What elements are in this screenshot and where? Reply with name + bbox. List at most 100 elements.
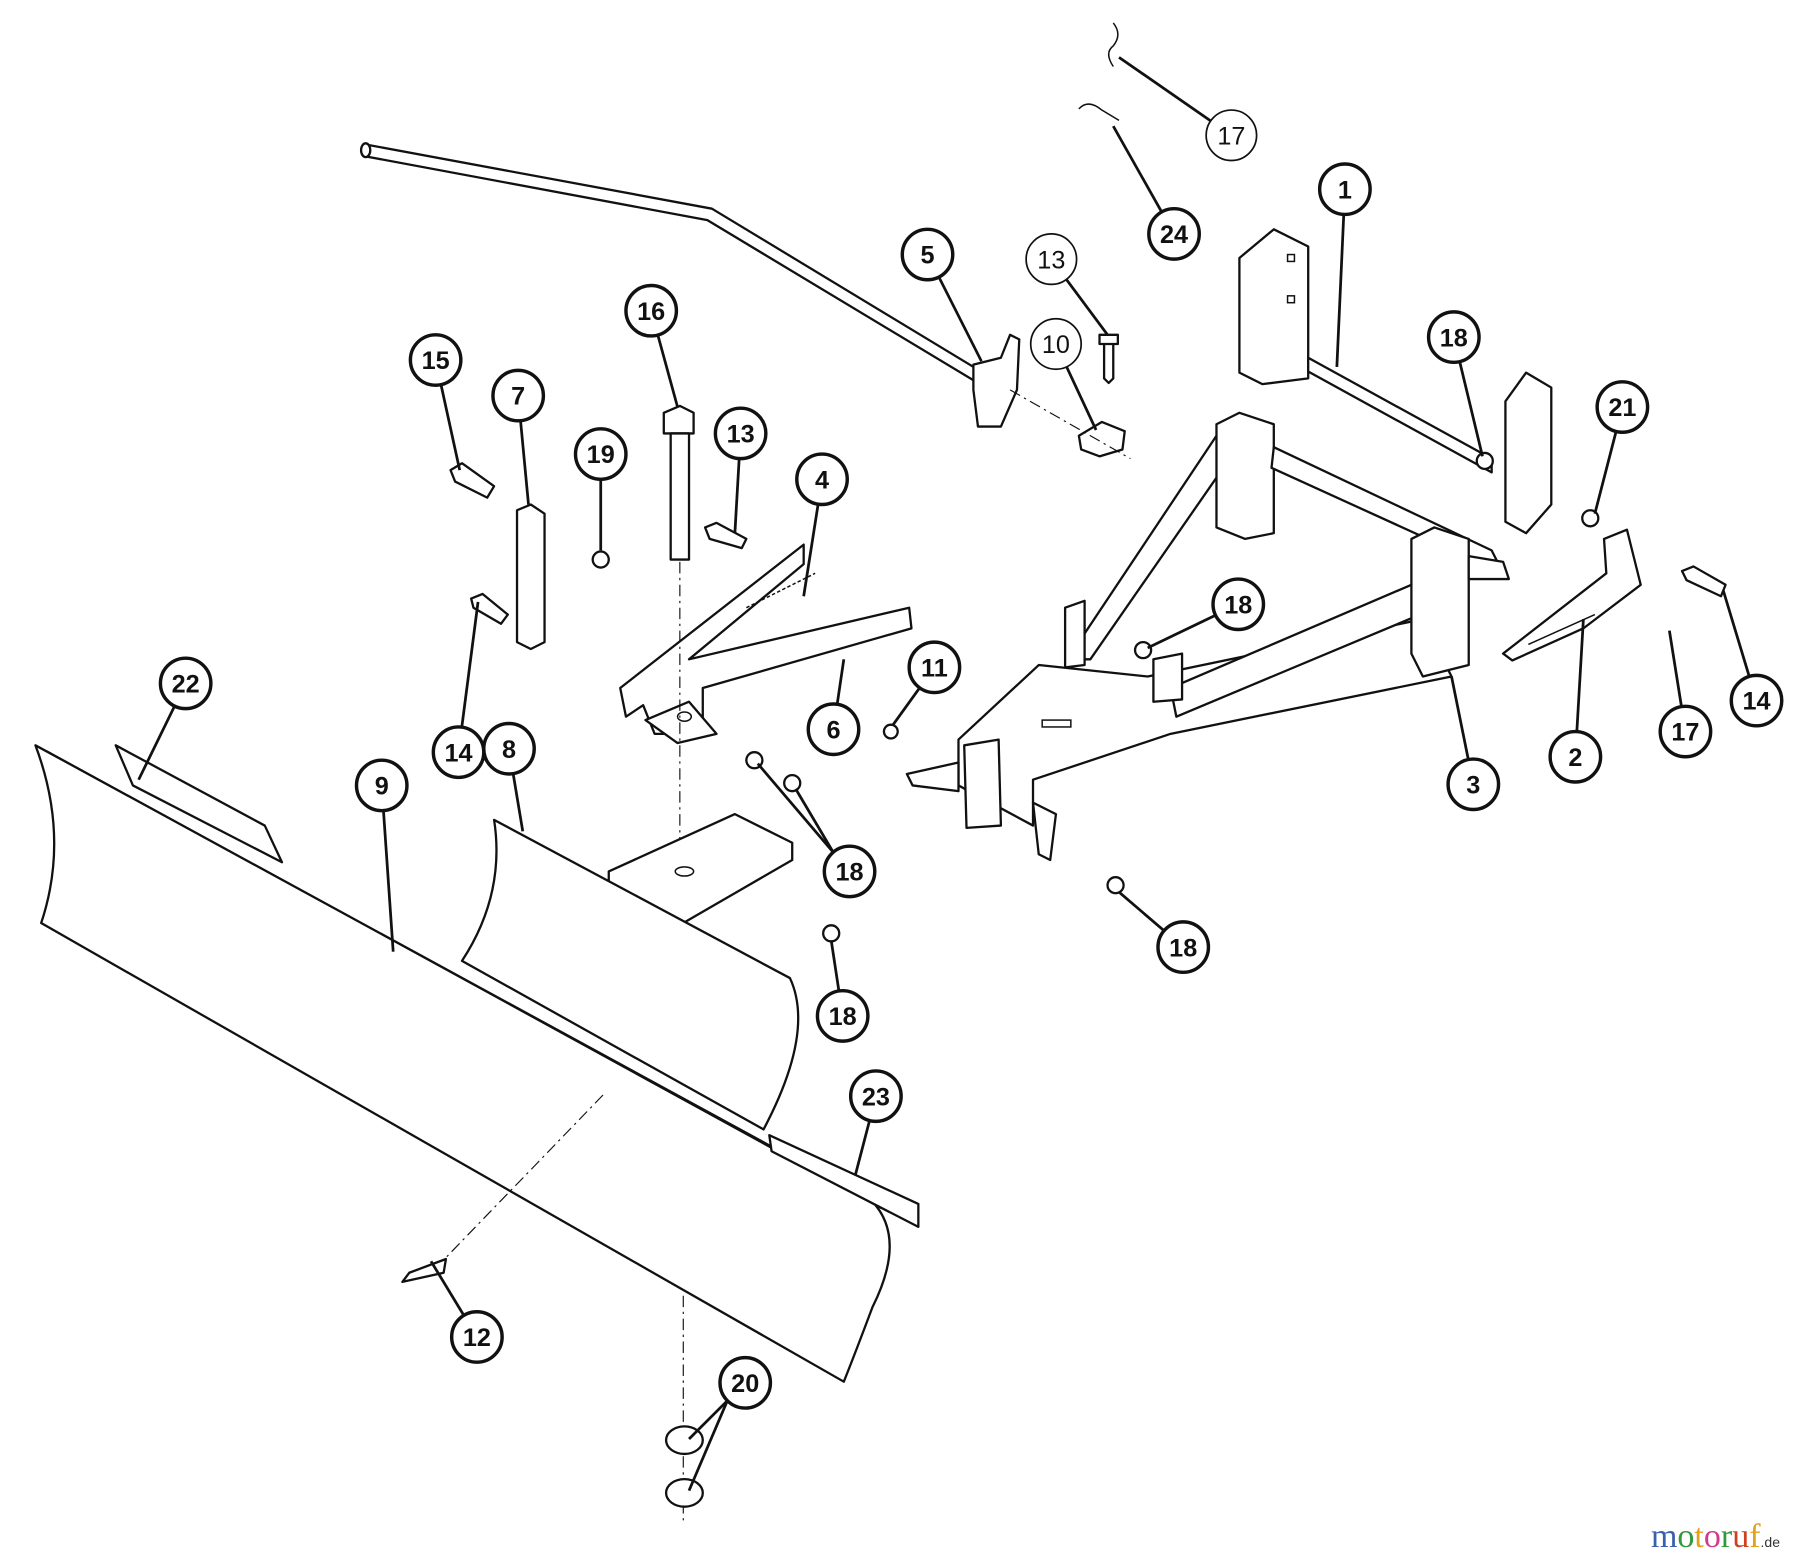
callout-number: 19 (587, 441, 615, 469)
callout-22: 22 (137, 656, 213, 781)
callout-10: 10 (1029, 317, 1098, 431)
leader-line (1575, 619, 1585, 732)
callout-circle (1426, 310, 1481, 365)
callout-11: 11 (892, 640, 962, 726)
callout-circle (795, 452, 849, 507)
callout-18: 18 (1147, 577, 1266, 650)
callout-circle (1029, 317, 1083, 371)
callout-23: 23 (848, 1069, 903, 1176)
callout-circle (1156, 920, 1211, 975)
callout-circle (718, 1355, 773, 1410)
callout-number: 6 (826, 716, 840, 744)
leader-line (1065, 366, 1098, 431)
callout-8: 8 (482, 721, 536, 832)
callout-number: 22 (172, 671, 200, 699)
leader-line (1118, 891, 1165, 932)
leader-line (835, 659, 846, 705)
callout-number: 9 (375, 773, 389, 801)
callout-19: 19 (573, 427, 628, 551)
leader-line (733, 458, 741, 534)
callout-circle (1658, 704, 1713, 759)
callout-circle (624, 283, 679, 338)
pin-24-and-clip-17 (1078, 22, 1120, 122)
callout-17: 17 (1658, 630, 1713, 759)
swivel-bracket-6 (619, 543, 913, 745)
callout-number: 13 (727, 421, 755, 449)
callout-18: 18 (1426, 310, 1484, 457)
callout-circle (1317, 162, 1372, 217)
leader-line (1065, 278, 1109, 336)
callout-21: 21 (1593, 380, 1650, 515)
callout-circle (822, 844, 877, 899)
callout-9: 9 (354, 758, 409, 952)
callout-number: 14 (1742, 688, 1770, 716)
callout-number: 20 (731, 1370, 759, 1398)
callout-circle (815, 988, 870, 1043)
leader-line (1147, 613, 1217, 650)
callout-12: 12 (429, 1260, 504, 1364)
leader-line (382, 810, 395, 952)
callout-number: 21 (1608, 394, 1636, 422)
clamp-10 (1009, 333, 1131, 460)
callout-number: 13 (1037, 246, 1065, 274)
leader-line (937, 276, 983, 362)
leader-line (892, 687, 921, 726)
leader-line (688, 1399, 729, 1440)
lever-2 (1501, 528, 1642, 662)
callout-24: 24 (1112, 125, 1201, 261)
callout-number: 17 (1671, 719, 1699, 747)
leader-line (1112, 125, 1163, 213)
callout-circle (848, 1069, 903, 1124)
leader-line (429, 1260, 465, 1317)
callout-circle (1211, 577, 1266, 632)
leader-line (687, 1400, 729, 1492)
callout-18: 18 (1118, 891, 1211, 975)
leader-line (853, 1120, 871, 1176)
callout-14: 14 (1721, 590, 1784, 728)
callout-2: 2 (1548, 619, 1603, 784)
link-7 (515, 503, 546, 651)
callout-number: 23 (862, 1083, 890, 1111)
callout-number: 16 (637, 298, 665, 326)
callout-circle (491, 368, 546, 423)
callout-number: 7 (511, 383, 525, 411)
a-frame-3 (905, 411, 1511, 862)
callout-circle (1446, 757, 1501, 812)
callout-1: 1 (1317, 162, 1372, 367)
motoruf-watermark-logo: motoruf.de (1650, 1518, 1780, 1555)
leader-line (519, 420, 530, 505)
callout-number: 3 (1466, 771, 1480, 799)
callout-number: 24 (1160, 221, 1188, 249)
callout-15: 15 (408, 333, 463, 471)
leader-line (794, 788, 835, 853)
callout-7: 7 (491, 368, 546, 505)
callout-20: 20 (687, 1355, 773, 1492)
callout-circle (482, 721, 536, 776)
callout-number: 18 (1440, 324, 1468, 352)
bolt-16 (662, 404, 695, 872)
leader-line (1668, 630, 1683, 707)
callout-circle (713, 406, 768, 461)
callout-5: 5 (900, 227, 983, 362)
callout-number: 11 (921, 654, 948, 682)
leader-line (1335, 214, 1346, 367)
callout-circle (1147, 206, 1201, 261)
callout-number: 1 (1338, 176, 1352, 204)
callout-16: 16 (624, 283, 679, 408)
leader-line (439, 384, 462, 471)
mount-bracket-1 (1238, 228, 1553, 535)
leader-line (656, 334, 679, 408)
blade-8 (460, 818, 800, 1131)
callout-circle (1548, 729, 1603, 784)
callout-number: 2 (1568, 744, 1582, 772)
callout-circle (449, 1310, 504, 1364)
callout-circle (573, 427, 628, 482)
leader-line (460, 601, 480, 728)
callout-18: 18 (756, 762, 877, 899)
leader-line (1118, 56, 1212, 123)
callout-number: 18 (836, 859, 864, 887)
callout-4: 4 (795, 452, 849, 597)
callout-6: 6 (806, 659, 861, 757)
callout-circle (1205, 109, 1258, 162)
